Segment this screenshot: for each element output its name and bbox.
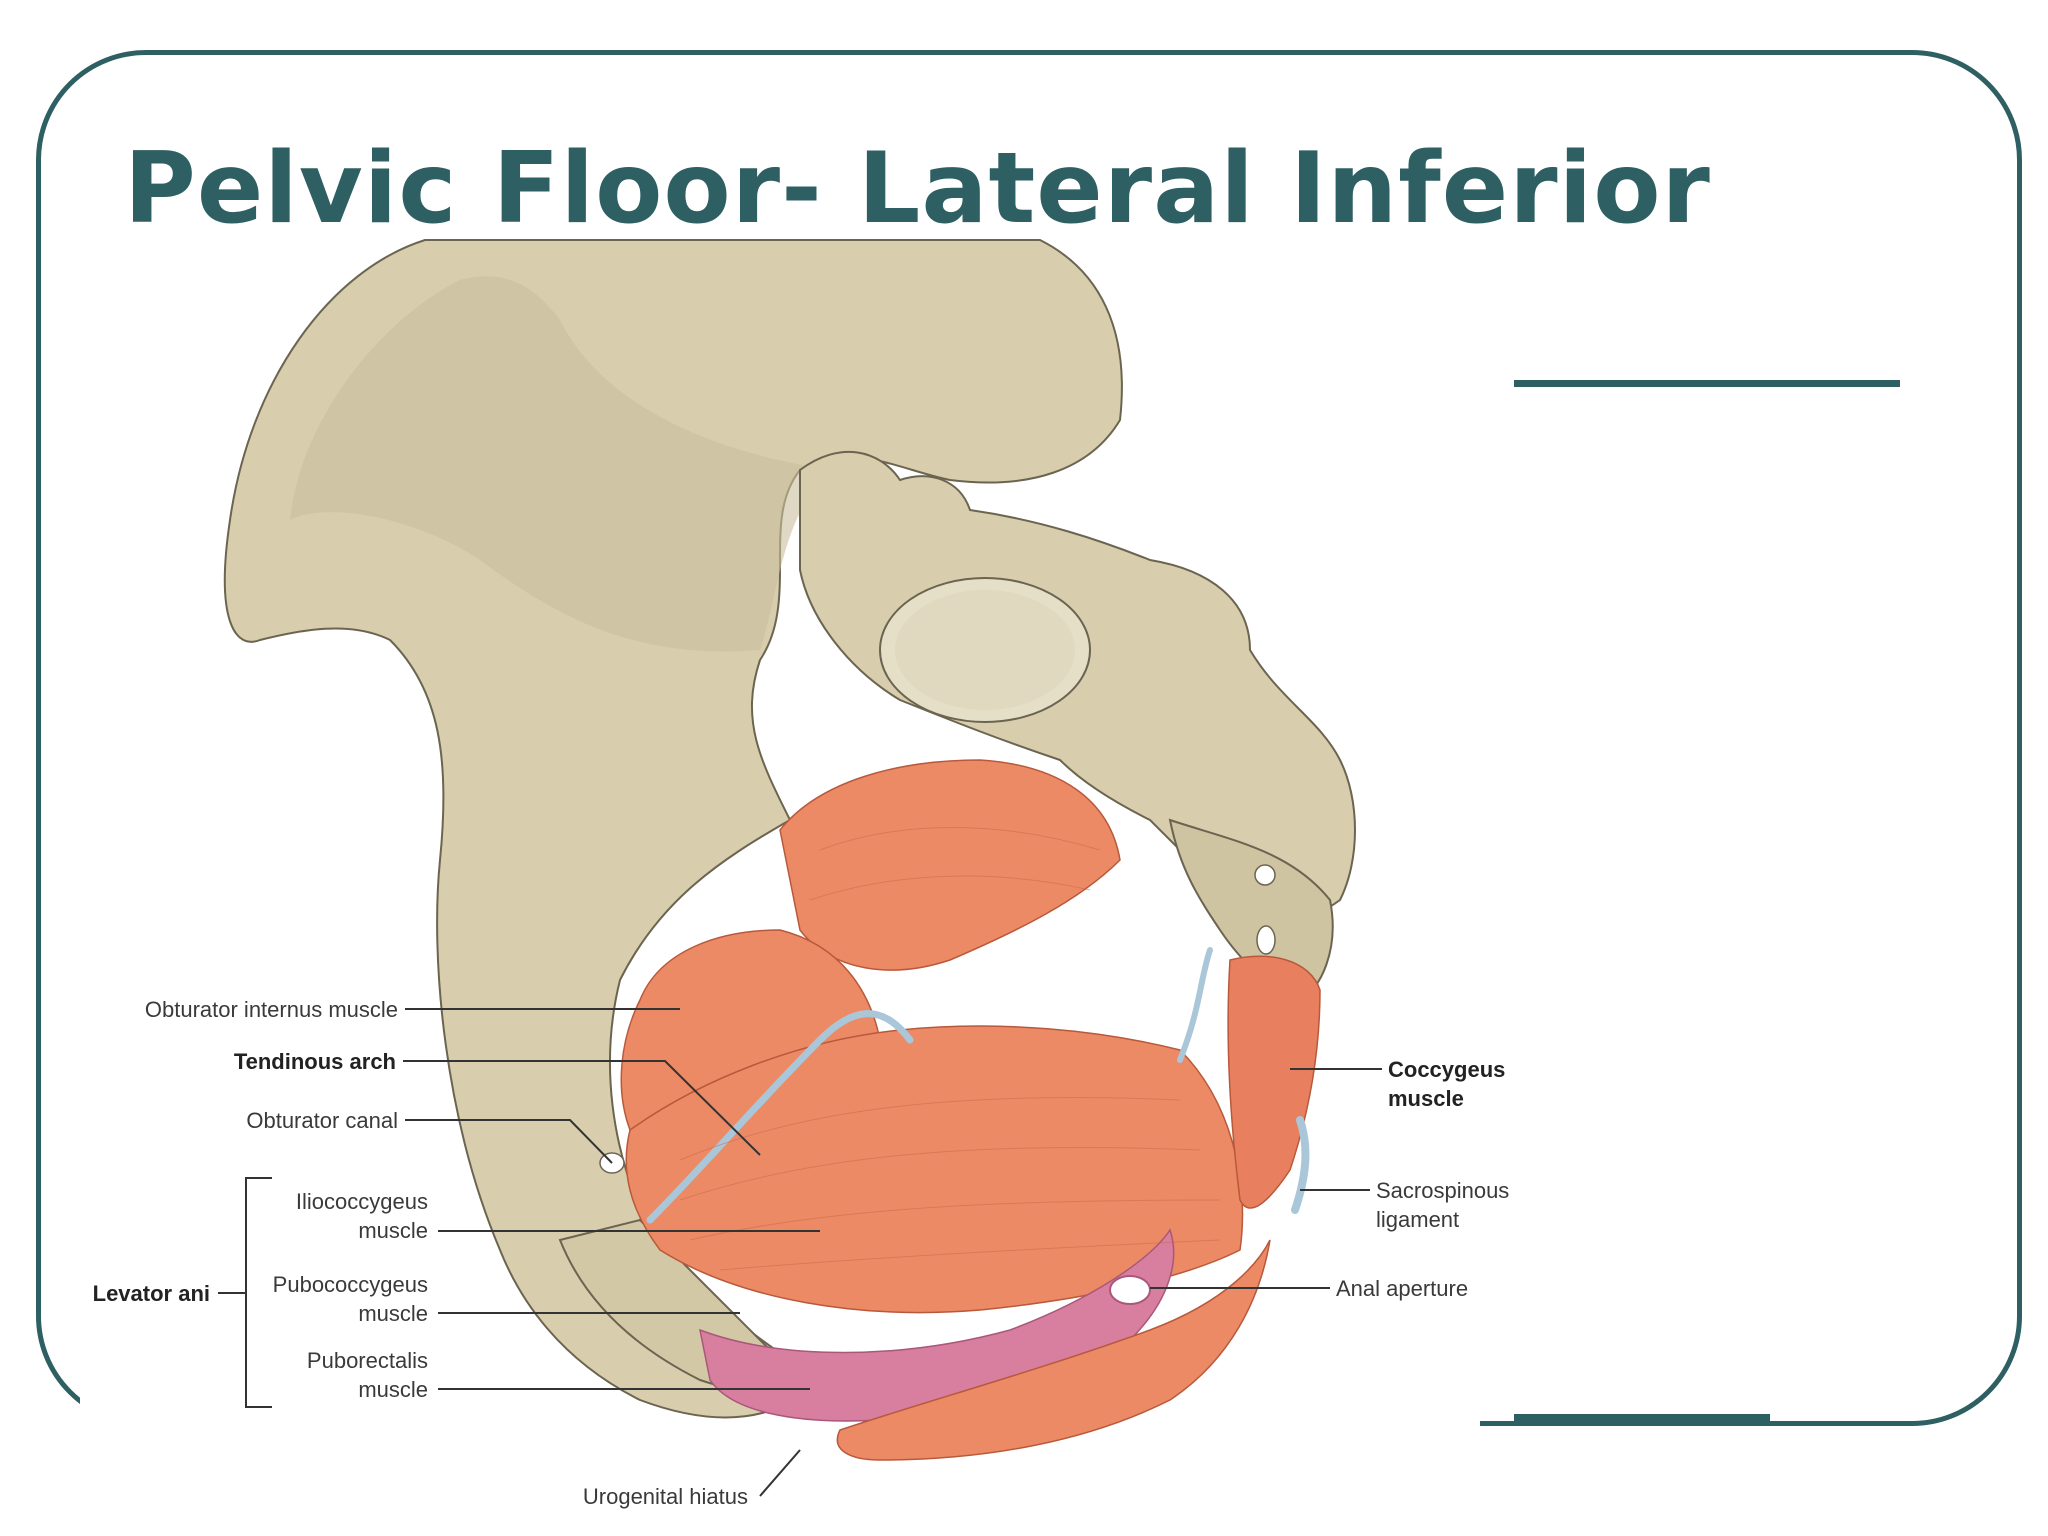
- label-iliococcygeus-2: muscle: [358, 1218, 428, 1243]
- label-sacrospinous-2: ligament: [1376, 1207, 1459, 1232]
- label-tendinous-arch: Tendinous arch: [234, 1049, 396, 1074]
- tendinous-arch: [646, 1010, 914, 1224]
- label-puborectalis-1: Puborectalis: [307, 1348, 428, 1373]
- label-sacrospinous-1: Sacrospinous: [1376, 1178, 1509, 1203]
- coccygeus-muscle: [1227, 955, 1321, 1209]
- label-coccygeus-1: Coccygeus: [1388, 1057, 1505, 1082]
- accent-line-top: [1514, 380, 1900, 387]
- label-obturator-internus: Obturator internus muscle: [145, 997, 398, 1022]
- ilium-fossa: [290, 276, 830, 652]
- label-coccygeus-2: muscle: [1388, 1086, 1464, 1111]
- leader-obturator-canal: [405, 1119, 613, 1164]
- label-urogenital-hiatus: Urogenital hiatus: [583, 1484, 748, 1509]
- label-pubococcygeus-1: Pubococcygeus: [273, 1272, 428, 1297]
- label-iliococcygeus-1: Iliococcygeus: [296, 1189, 428, 1214]
- leader-urogenital-hiatus: [759, 1449, 801, 1497]
- slide-title: Pelvic Floor- Lateral Inferior: [124, 132, 1711, 246]
- sacrospinous-ligament: [1291, 1116, 1310, 1214]
- pubococcygeus-muscle: [836, 1239, 1271, 1461]
- piriformis-muscle: [779, 759, 1121, 971]
- accent-line-bottom: [1514, 1414, 1770, 1421]
- label-obturator-canal: Obturator canal: [246, 1108, 398, 1133]
- figure-backdrop: [80, 1380, 1480, 1536]
- label-puborectalis-2: muscle: [358, 1377, 428, 1402]
- muscle-fibres: [679, 827, 1221, 1271]
- label-pubococcygeus-2: muscle: [358, 1301, 428, 1326]
- label-anal-aperture: Anal aperture: [1336, 1276, 1468, 1301]
- leader-tendinous-arch: [403, 1060, 761, 1156]
- anal-aperture: [1109, 1275, 1151, 1305]
- levator-ani-bracket: [245, 1177, 272, 1408]
- label-levator-ani: Levator ani: [93, 1281, 210, 1306]
